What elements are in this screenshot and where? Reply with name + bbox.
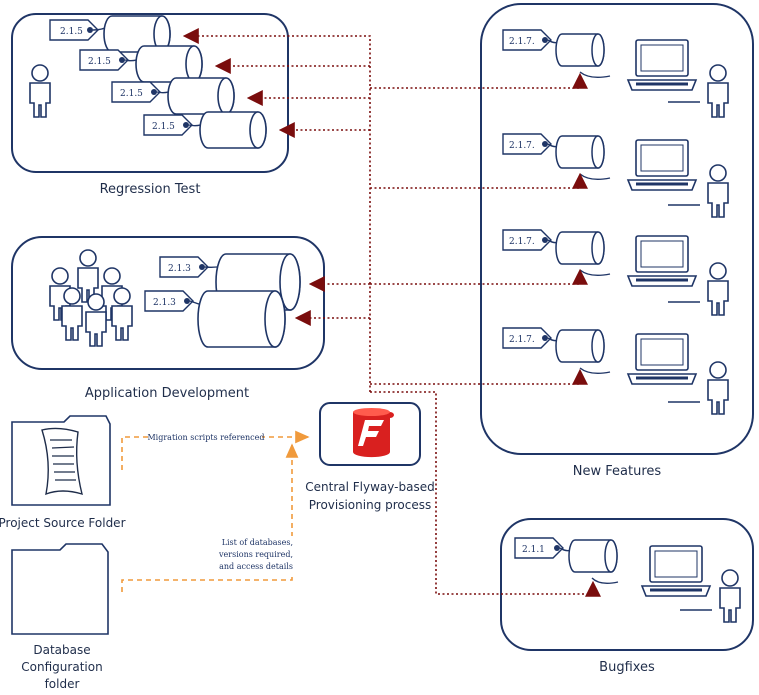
bugfixes-box <box>500 518 754 651</box>
new-features-box <box>480 3 754 455</box>
database-configuration-label-line1: Database <box>33 643 90 657</box>
newfeature-tag-2: 2.1.7. <box>509 141 535 151</box>
tester-person-icon <box>29 64 51 118</box>
appdev-tag-1: 2.1.3 <box>168 264 191 274</box>
newfeature-station-4: 2.1.7. <box>502 327 729 415</box>
newfeature-tag-1: 2.1.7. <box>509 37 535 47</box>
database-list-label-line3: and access details <box>219 562 293 571</box>
newfeature-station-1: 2.1.7. <box>502 29 729 118</box>
newfeature-station-3: 2.1.7. <box>502 229 729 316</box>
appdev-tag-2: 2.1.3 <box>153 298 176 308</box>
newfeature-station-2: 2.1.7. <box>502 133 729 218</box>
migration-scripts-label: Migration scripts referenced <box>147 433 264 442</box>
new-features-label: New Features <box>573 464 662 479</box>
application-development-box <box>11 236 325 370</box>
central-process-label-line2: Provisioning process <box>309 498 432 512</box>
regression-tag-2: 2.1.5 <box>88 57 111 67</box>
provisioning-arrows <box>182 28 601 597</box>
regression-db-4: 2.1.5 <box>143 111 267 149</box>
appdev-db-2: 2.1.3 <box>144 290 286 348</box>
regression-db-2: 2.1.5 <box>79 45 203 83</box>
regression-tag-4: 2.1.5 <box>152 122 175 132</box>
regression-db-3: 2.1.5 <box>111 77 235 115</box>
regression-db-1: 2.1.5 <box>49 15 171 53</box>
application-development-label: Application Development <box>85 386 249 401</box>
database-configuration-folder-icon <box>11 543 109 635</box>
project-source-folder-label: Project Source Folder <box>0 516 126 530</box>
bugfix-tag: 2.1.1 <box>522 545 545 555</box>
newfeature-tag-4: 2.1.7. <box>509 335 535 345</box>
database-configuration-label-line3: folder <box>45 677 80 691</box>
bugfixes-label: Bugfixes <box>599 660 655 675</box>
team-people-icon <box>49 249 133 347</box>
bugfix-station: 2.1.1 <box>514 537 741 623</box>
database-list-label-line1: List of databases, <box>222 538 293 547</box>
project-source-folder-icon <box>11 415 111 506</box>
regression-tag-1: 2.1.5 <box>60 27 83 37</box>
regression-test-label: Regression Test <box>100 182 201 197</box>
database-configuration-label-line2: Configuration <box>21 660 102 674</box>
central-process-label-line1: Central Flyway-based <box>305 480 434 494</box>
flyway-logo-icon <box>319 402 421 466</box>
database-list-label-line2: versions required, <box>218 550 293 559</box>
regression-test-box <box>11 13 289 173</box>
regression-tag-3: 2.1.5 <box>120 89 143 99</box>
newfeature-tag-3: 2.1.7. <box>509 237 535 247</box>
